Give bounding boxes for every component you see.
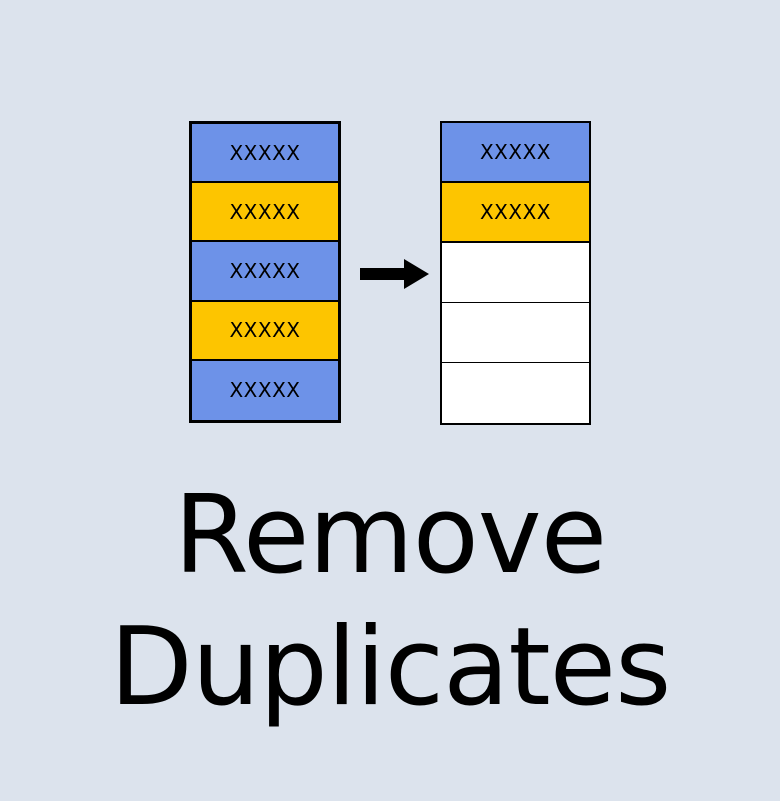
result-list: XXXXX XXXXX <box>440 121 591 425</box>
source-list-item: XXXXX <box>192 242 338 302</box>
caption: Remove Duplicates <box>0 470 780 734</box>
remove-duplicates-diagram: XXXXX XXXXX XXXXX XXXXX XXXXX XXXXX XXXX… <box>189 121 591 425</box>
caption-line-2: Duplicates <box>109 604 672 730</box>
result-list-item-empty <box>442 363 589 423</box>
result-list-item-empty <box>442 243 589 303</box>
result-list-item: XXXXX <box>442 183 589 243</box>
source-list-item: XXXXX <box>192 301 338 361</box>
source-list: XXXXX XXXXX XXXXX XXXXX XXXXX <box>189 121 341 423</box>
source-list-item: XXXXX <box>192 124 338 184</box>
result-list-item: XXXXX <box>442 123 589 183</box>
caption-line-1: Remove <box>173 473 607 598</box>
right-arrow-icon <box>360 259 429 289</box>
source-list-item: XXXXX <box>192 183 338 243</box>
source-list-item: XXXXX <box>192 360 338 420</box>
result-list-item-empty <box>442 303 589 363</box>
